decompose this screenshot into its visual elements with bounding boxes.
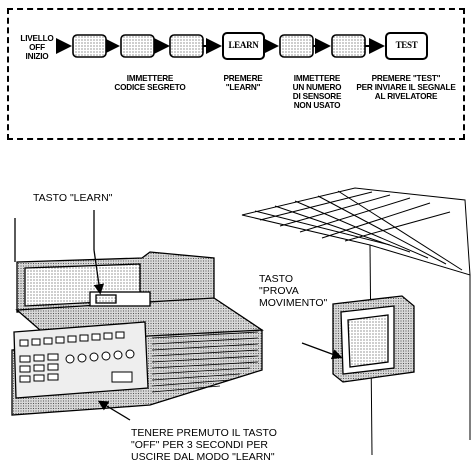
key-box-4 xyxy=(279,34,314,58)
key-box-test xyxy=(385,32,428,60)
motion-sensor-illustration xyxy=(332,295,415,383)
step-learn-label: PREMERE "LEARN" xyxy=(223,74,263,92)
key-box-3 xyxy=(169,34,204,58)
step-test-label: PREMERE "TEST" PER INVIARE IL SEGNALE AL… xyxy=(356,74,456,101)
key-box-2 xyxy=(120,34,155,58)
test-key-box-label: TEST xyxy=(395,40,418,50)
step-code-label: IMMETTERE CODICE SEGRETO xyxy=(114,74,186,92)
key-box-learn xyxy=(222,32,265,60)
hold-off-callout: TENERE PREMUTO IL TASTO "OFF" PER 3 SECO… xyxy=(131,427,277,463)
sensor-leader xyxy=(301,342,343,360)
key-box-5 xyxy=(331,34,366,58)
panel-leaders xyxy=(14,210,131,421)
start-level-label: LIVELLO OFF INIZIO xyxy=(20,34,54,61)
step-sensor-label: IMMETTERE UN NUMERO DI SENSORE NON USATO xyxy=(292,74,342,110)
ceiling-grid xyxy=(241,187,471,456)
flow-frame xyxy=(7,8,465,140)
control-panel-illustration xyxy=(11,251,264,416)
test-key-callout: TASTO "PROVA MOVIMENTO" xyxy=(259,273,328,309)
key-box-1 xyxy=(72,34,107,58)
learn-key-callout: TASTO "LEARN" xyxy=(33,192,113,204)
learn-key-box-label: LEARN xyxy=(228,40,259,50)
flow-key-boxes xyxy=(72,32,428,60)
